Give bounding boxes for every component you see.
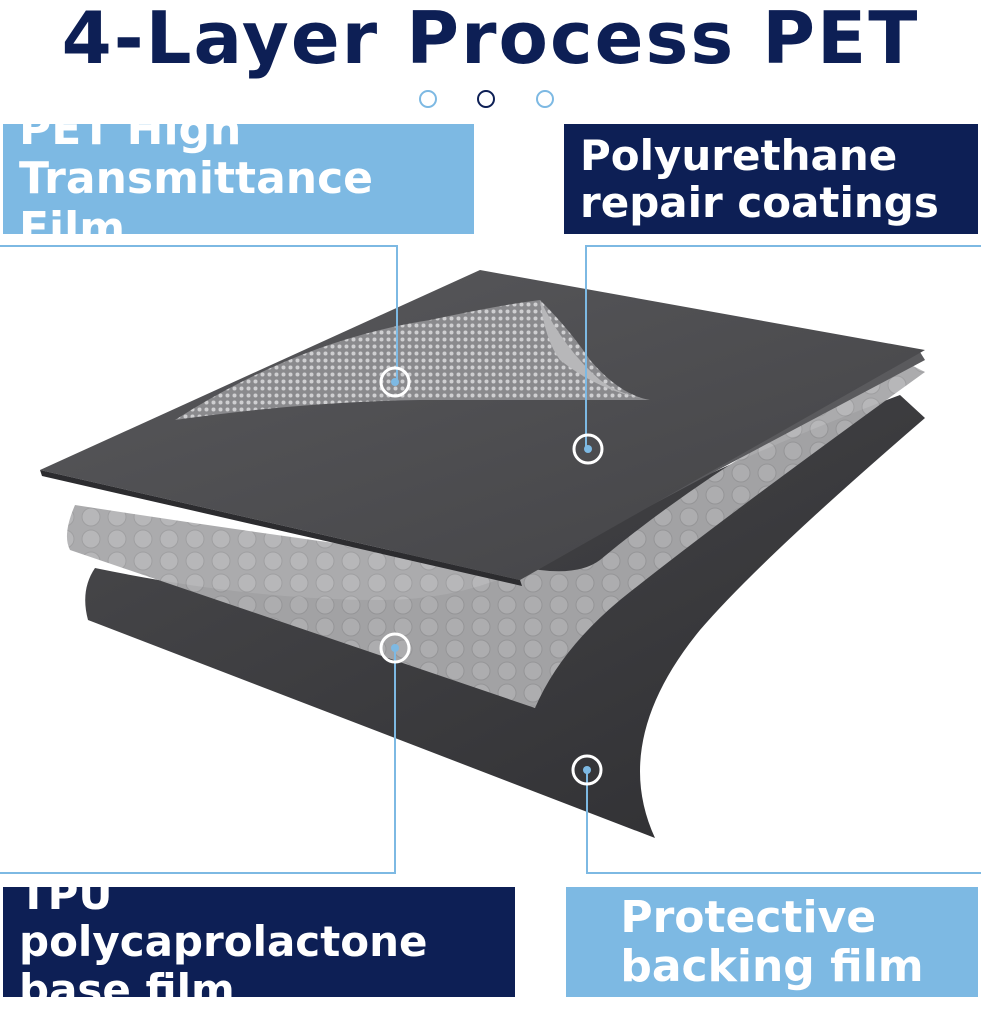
page-title: 4-Layer Process PET (61, 0, 920, 80)
decor-dot-3 (536, 90, 554, 108)
label-tpu-base-line1: TPU polycaprolactone (19, 870, 428, 967)
label-polyurethane-line2: repair coatings (580, 178, 939, 227)
label-tpu-base: TPU polycaprolactone base film (3, 871, 515, 1013)
peeled-film (175, 300, 650, 420)
translucent-layer (66, 362, 925, 708)
top-sheet (40, 270, 925, 580)
decor-dot-2 (477, 90, 495, 108)
label-pet-film-line2: Transmittance Film (19, 153, 374, 254)
label-protective-backing: Protective backing film (566, 887, 978, 997)
label-pet-film: PET High Transmittance Film (3, 105, 474, 253)
label-tpu-base-line2: base film (19, 964, 235, 1014)
label-polyurethane: Polyurethane repair coatings (564, 124, 978, 234)
label-pet-film-line1: PET High (19, 104, 242, 156)
label-polyurethane-line1: Polyurethane (580, 130, 898, 180)
decor-dot-1 (419, 90, 437, 108)
label-protective-backing-line2: backing film (620, 941, 924, 992)
label-protective-backing-line1: Protective (620, 891, 877, 943)
